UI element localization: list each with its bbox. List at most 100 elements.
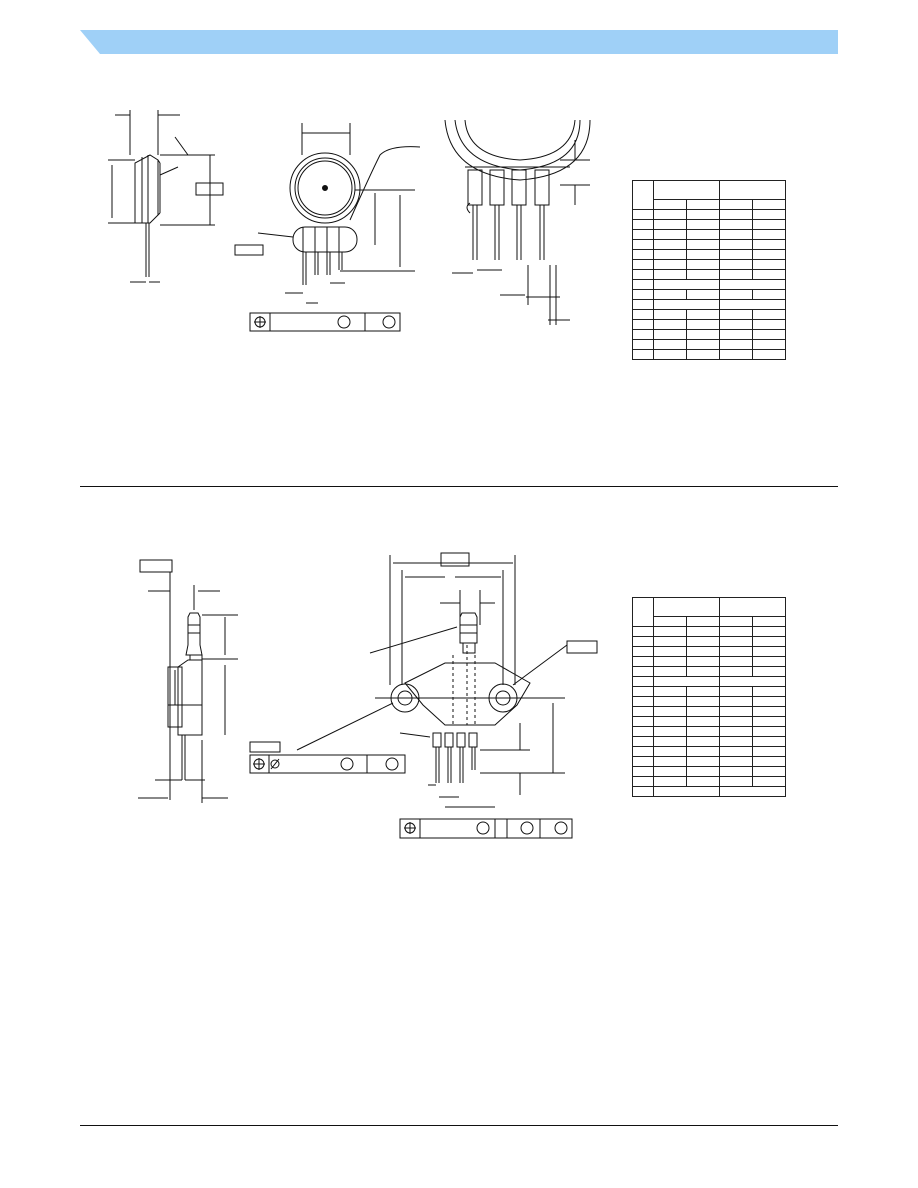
- table-cell: [752, 706, 786, 717]
- table-cell: [653, 716, 687, 727]
- table-cell: [719, 736, 753, 747]
- table-cell: [686, 289, 720, 300]
- table-cell: [632, 597, 654, 627]
- table-cell: [686, 199, 720, 210]
- table-cell: [686, 726, 720, 737]
- table-cell: [653, 736, 687, 747]
- table-cell: [752, 339, 786, 350]
- bottom-side-view: [138, 559, 238, 803]
- table-cell: [686, 229, 720, 240]
- table-cell: [653, 269, 687, 280]
- table-cell: [719, 766, 753, 777]
- section-divider: [80, 486, 838, 487]
- table-cell: [719, 756, 753, 767]
- table-cell: [719, 279, 786, 290]
- table-cell: [653, 696, 687, 707]
- table-cell: [686, 736, 720, 747]
- table-cell: [686, 616, 720, 627]
- table-cell: [632, 696, 654, 707]
- table-cell: [752, 616, 786, 627]
- table-cell: [752, 636, 786, 647]
- table-cell: [653, 319, 687, 330]
- table-cell: [632, 209, 654, 220]
- table-cell: [632, 746, 654, 757]
- table-cell: [752, 646, 786, 657]
- table-cell: [719, 696, 753, 707]
- table-cell: [719, 239, 753, 250]
- table-cell: [752, 269, 786, 280]
- table-cell: [632, 706, 654, 717]
- table-cell: [632, 259, 654, 270]
- table-cell: [653, 219, 687, 230]
- table-cell: [686, 309, 720, 320]
- table-cell: [752, 199, 786, 210]
- table-cell: [632, 626, 654, 637]
- table-cell: [653, 776, 687, 787]
- table-cell: [653, 329, 687, 340]
- table-cell: [632, 329, 654, 340]
- table-cell: [632, 766, 654, 777]
- table-cell: [719, 626, 753, 637]
- table-cell: [632, 726, 654, 737]
- table-cell: [686, 696, 720, 707]
- table-cell: [752, 209, 786, 220]
- table-cell: [632, 776, 654, 787]
- table-cell: [686, 716, 720, 727]
- table-cell: [752, 726, 786, 737]
- table-cell: [752, 219, 786, 230]
- top-front-view: [234, 123, 421, 332]
- table-cell: [686, 646, 720, 657]
- table-cell: [719, 269, 753, 280]
- table-cell: [719, 776, 753, 787]
- table-cell: [686, 339, 720, 350]
- table-cell: [632, 219, 654, 230]
- top-dimension-table: [632, 180, 786, 360]
- header-banner-shape: [80, 30, 838, 54]
- table-cell: [686, 706, 720, 717]
- table-cell: [653, 339, 687, 350]
- table-cell: [653, 349, 687, 360]
- table-cell: [653, 626, 687, 637]
- table-cell: [653, 597, 720, 617]
- table-cell: [632, 786, 654, 797]
- table-cell: [632, 229, 654, 240]
- table-cell: [632, 289, 654, 300]
- table-cell: [653, 199, 687, 210]
- table-cell: [653, 180, 720, 200]
- table-cell: [719, 726, 753, 737]
- table-cell: [686, 239, 720, 250]
- table-cell: [719, 676, 786, 687]
- table-cell: [686, 756, 720, 767]
- table-cell: [752, 229, 786, 240]
- table-cell: [686, 209, 720, 220]
- table-cell: [719, 746, 753, 757]
- table-cell: [719, 656, 753, 667]
- table-cell: [632, 309, 654, 320]
- table-cell: [632, 269, 654, 280]
- table-cell: [653, 666, 687, 677]
- table-cell: [686, 666, 720, 677]
- table-cell: [686, 269, 720, 280]
- table-cell: [719, 686, 753, 697]
- table-cell: [653, 786, 720, 797]
- table-cell: [752, 319, 786, 330]
- table-cell: [653, 756, 687, 767]
- table-cell: [632, 299, 654, 310]
- table-cell: [632, 349, 654, 360]
- table-cell: [653, 616, 687, 627]
- table-cell: [653, 239, 687, 250]
- table-cell: [632, 716, 654, 727]
- table-cell: [719, 209, 753, 220]
- table-cell: [752, 309, 786, 320]
- table-cell: [653, 209, 687, 220]
- table-cell: [719, 199, 753, 210]
- table-cell: [752, 686, 786, 697]
- table-cell: [752, 656, 786, 667]
- table-cell: [752, 716, 786, 727]
- table-cell: [752, 746, 786, 757]
- table-cell: [632, 279, 654, 290]
- table-cell: [653, 259, 687, 270]
- table-cell: [686, 626, 720, 637]
- table-cell: [653, 746, 687, 757]
- table-cell: [719, 299, 786, 310]
